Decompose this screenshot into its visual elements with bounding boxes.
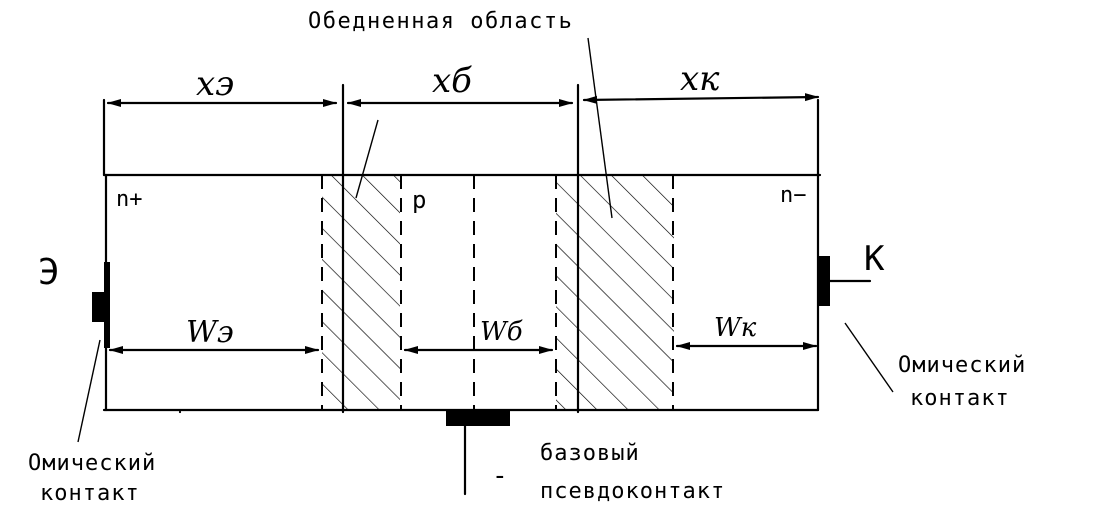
ohmic-left-label-1: Омический xyxy=(28,451,156,476)
base-minus-label: - xyxy=(492,461,508,491)
xb-label: xб xyxy=(432,61,472,101)
base-pseudocontact-pad xyxy=(446,410,510,426)
depletion-region-emitter-base xyxy=(322,175,400,411)
depletion-region-base-collector xyxy=(556,175,674,411)
ohmic-right-label-1: Омический xyxy=(898,353,1026,378)
base-pseudo-label-2: псевдоконтакт xyxy=(540,479,725,504)
xe-label: xэ xyxy=(196,64,234,104)
depletion-leader-left xyxy=(355,119,379,199)
ohmic-left-label-2: контакт xyxy=(40,481,140,506)
wb-label: Wб xyxy=(480,317,523,347)
ohmic-left-leader xyxy=(77,339,101,443)
collector-label: К xyxy=(864,239,885,279)
base-pseudo-label-1: базовый xyxy=(540,441,640,466)
ohmic-right-label-2: контакт xyxy=(910,386,1010,411)
xk-arrow xyxy=(582,93,820,104)
emitter-label: Э xyxy=(38,252,60,293)
ohmic-right-leader xyxy=(844,322,894,393)
depletion-region-label: Обедненная область xyxy=(308,9,573,34)
emitter-contact-bar xyxy=(104,262,110,348)
wk-label: Wк xyxy=(714,313,757,343)
we-label: Wэ xyxy=(186,315,234,350)
xk-label: xк xyxy=(680,59,720,99)
emitter-contact-pad xyxy=(92,292,105,322)
collector-contact-pad xyxy=(818,256,830,306)
depletion-leader-right xyxy=(587,37,613,219)
p-label: p xyxy=(412,186,426,214)
n-minus-label: n− xyxy=(780,183,807,208)
n-plus-label: n+ xyxy=(116,187,143,212)
